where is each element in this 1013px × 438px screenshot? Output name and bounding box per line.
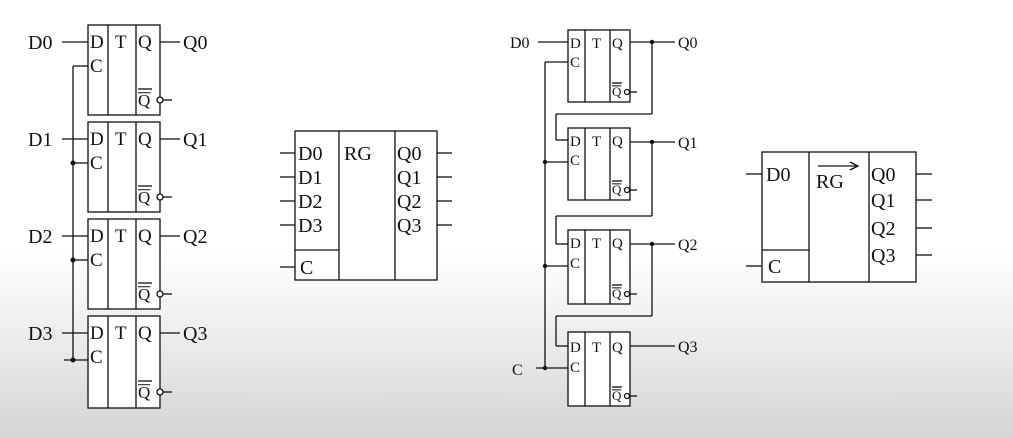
c-pin-label: C	[90, 153, 103, 174]
symbol-output-q3: Q3	[397, 215, 421, 237]
d-pin-label: D	[90, 226, 104, 247]
symbol-input-d2: D2	[298, 191, 322, 213]
qbar-pin-label: Q	[612, 182, 622, 197]
shift-output-q3: Q3	[678, 339, 698, 356]
qbar-pin-label: Q	[138, 285, 150, 304]
type-label: T	[592, 134, 601, 150]
shift-flip-flop-3: D C T Q Q C Q3	[512, 331, 698, 407]
shift-symbol-output-q2: Q2	[871, 218, 895, 240]
output-label-q3: Q3	[183, 323, 207, 345]
q-pin-label: Q	[612, 134, 623, 150]
c-pin-label: C	[90, 250, 103, 271]
input-label-d2: D2	[28, 226, 52, 248]
type-label: T	[115, 323, 127, 344]
shift-output-q1: Q1	[678, 135, 698, 152]
shift-output-q0: Q0	[678, 35, 698, 52]
c-pin-label: C	[90, 56, 103, 77]
q-pin-label: Q	[138, 226, 152, 247]
c-pin-label: C	[570, 153, 580, 169]
shift-symbol-output-q0: Q0	[871, 164, 895, 186]
output-label-q1: Q1	[183, 129, 207, 151]
shift-symbol-clock: C	[768, 256, 781, 278]
symbol-input-d1: D1	[298, 167, 322, 189]
symbol-output-q0: Q0	[397, 143, 421, 165]
shift-symbol-input: D0	[766, 164, 790, 186]
qbar-pin-label: Q	[612, 286, 622, 301]
shift-register-symbol: D0 C RG Q0 Q1 Q2 Q3	[746, 151, 932, 283]
symbol-input-d0: D0	[298, 143, 322, 165]
flip-flop-3: D C T Q Q D3 Q3	[28, 315, 207, 409]
shift-flip-flop-0: D C T Q Q D0 Q0	[510, 29, 698, 141]
q-pin-label: Q	[612, 340, 623, 356]
input-label-d3: D3	[28, 323, 52, 345]
q-pin-label: Q	[138, 32, 152, 53]
d-pin-label: D	[570, 134, 581, 150]
shift-symbol-output-q1: Q1	[871, 190, 895, 212]
shift-clock-label: C	[512, 362, 523, 379]
symbol-clock-c: C	[300, 257, 313, 279]
symbol-output-q1: Q1	[397, 167, 421, 189]
shift-flip-flop-1: D C T Q Q Q1	[542, 127, 698, 245]
type-label: T	[592, 236, 601, 252]
type-label: T	[115, 32, 127, 53]
c-pin-label: C	[570, 360, 580, 376]
type-label: T	[592, 340, 601, 356]
parallel-register-circuit: D C T Q Q D0 Q0 D C T Q Q	[28, 24, 207, 409]
q-pin-label: Q	[612, 236, 623, 252]
c-pin-label: C	[570, 256, 580, 272]
q-pin-label: Q	[138, 129, 152, 150]
d-pin-label: D	[570, 36, 581, 52]
type-label: T	[115, 226, 127, 247]
input-label-d1: D1	[28, 129, 52, 151]
flip-flop-0: D C T Q Q D0 Q0	[28, 24, 207, 116]
symbol-output-q2: Q2	[397, 191, 421, 213]
shift-input-label: D0	[510, 35, 530, 52]
type-label: T	[592, 36, 601, 52]
flip-flop-1: D C T Q Q D1 Q1	[28, 121, 207, 213]
q-pin-label: Q	[138, 323, 152, 344]
symbol-input-d3: D3	[298, 215, 322, 237]
d-pin-label: D	[570, 340, 581, 356]
qbar-pin-label: Q	[612, 388, 622, 403]
shift-symbol-output-q3: Q3	[871, 245, 895, 267]
flip-flop-2: D C T Q Q D2 Q2	[28, 218, 207, 310]
qbar-pin-label: Q	[138, 188, 150, 207]
type-label: T	[115, 129, 127, 150]
d-pin-label: D	[90, 323, 104, 344]
qbar-pin-label: Q	[138, 91, 150, 110]
shift-flip-flop-2: D C T Q Q Q2	[542, 229, 698, 347]
output-label-q0: Q0	[183, 32, 207, 54]
c-pin-label: C	[570, 55, 580, 71]
symbol-name: RG	[344, 143, 372, 165]
qbar-pin-label: Q	[612, 84, 622, 99]
shift-symbol-name: RG	[816, 171, 844, 193]
parallel-register-symbol: D0 D1 D2 D3 C RG Q0 Q1 Q2 Q3	[280, 130, 452, 281]
qbar-pin-label: Q	[138, 383, 150, 402]
shift-output-q2: Q2	[678, 237, 698, 254]
input-label-d0: D0	[28, 32, 52, 54]
d-pin-label: D	[570, 236, 581, 252]
d-pin-label: D	[90, 129, 104, 150]
shift-register-circuit: D C T Q Q D0 Q0 D C T Q	[510, 29, 698, 407]
q-pin-label: Q	[612, 36, 623, 52]
output-label-q2: Q2	[183, 226, 207, 248]
c-pin-label: C	[90, 347, 103, 368]
d-pin-label: D	[90, 32, 104, 53]
